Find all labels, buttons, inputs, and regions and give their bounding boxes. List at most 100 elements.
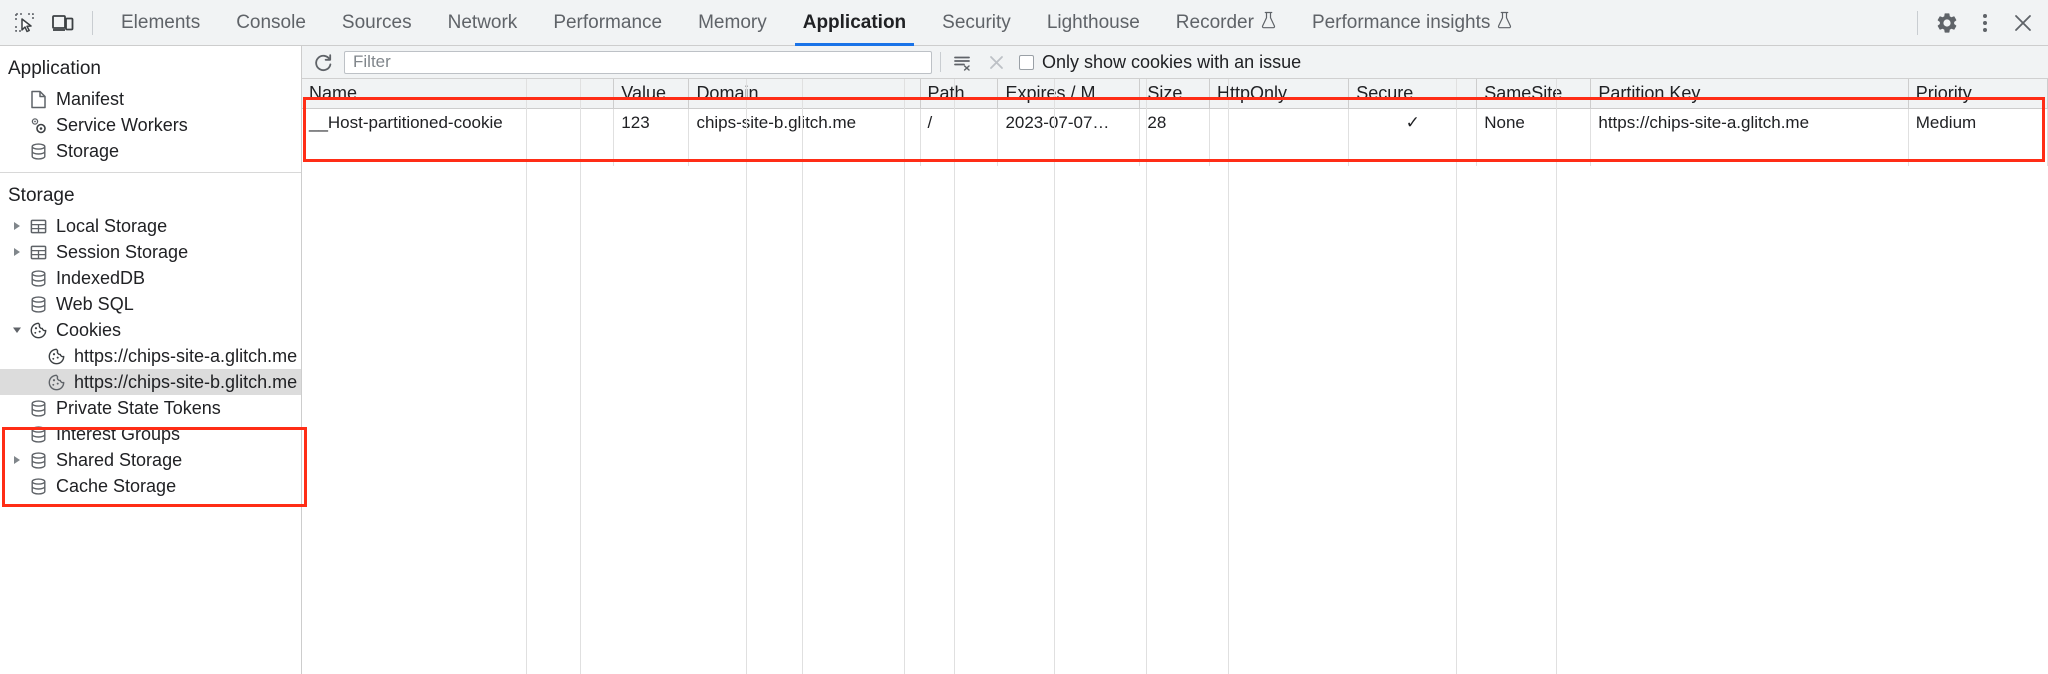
- filler-cell: [1209, 137, 1350, 166]
- tab-label: Elements: [121, 11, 201, 33]
- column-header-value[interactable]: Value: [613, 79, 690, 109]
- cell-partition-key: https://chips-site-a.glitch.me: [1590, 108, 1909, 137]
- filter-input[interactable]: [344, 50, 932, 74]
- tab-label: Lighthouse: [1046, 11, 1140, 33]
- tab-label: Security: [942, 11, 1011, 33]
- tab-label: Performance insights: [1311, 11, 1491, 33]
- chevron-right-icon[interactable]: [8, 455, 26, 465]
- document-icon: [26, 90, 50, 109]
- sidebar-item-manifest[interactable]: Manifest: [0, 86, 301, 112]
- toolbar-divider: [92, 10, 93, 35]
- column-header-expires[interactable]: Expires / M…: [997, 79, 1141, 109]
- sidebar-item-storage[interactable]: Storage: [0, 138, 301, 164]
- sidebar-item-cookies-site-b[interactable]: https://chips-site-b.glitch.me: [0, 369, 301, 395]
- experiment-flask-icon: [1261, 11, 1276, 35]
- sidebar-item-private-state-tokens[interactable]: Private State Tokens: [0, 395, 301, 421]
- refresh-icon[interactable]: [310, 49, 336, 75]
- database-icon: [26, 269, 50, 288]
- sidebar-item-label: Session Storage: [56, 241, 189, 262]
- sidebar-item-web-sql[interactable]: Web SQL: [0, 291, 301, 317]
- cookies-table-header-row: Name Value Domain Path Expires / M… Size…: [302, 79, 2048, 109]
- filler-cell: [302, 137, 615, 166]
- device-toolbar-icon[interactable]: [44, 4, 82, 42]
- experiment-flask-icon: [1497, 11, 1512, 35]
- gear-icon[interactable]: [1928, 4, 1966, 42]
- sidebar-item-session-storage[interactable]: Session Storage: [0, 239, 301, 265]
- sidebar-item-label: Web SQL: [56, 293, 134, 314]
- cell-priority: Medium: [1908, 108, 2048, 137]
- table-icon: [26, 243, 50, 262]
- clear-filtered-cookies-icon[interactable]: [949, 49, 975, 75]
- sidebar-item-label: Service Workers: [56, 114, 188, 135]
- column-header-partition-key[interactable]: Partition Key: [1590, 79, 1909, 109]
- tab-performance-insights[interactable]: Performance insights: [1294, 0, 1530, 46]
- filter-toolbar-divider: [940, 52, 941, 72]
- tab-console[interactable]: Console: [218, 0, 324, 46]
- tab-memory[interactable]: Memory: [680, 0, 785, 46]
- sidebar-item-label: Cache Storage: [56, 475, 177, 496]
- column-header-samesite[interactable]: SameSite: [1476, 79, 1592, 109]
- cookie-icon: [26, 321, 50, 340]
- filler-cell: [1476, 137, 1592, 166]
- sidebar-item-cache-storage[interactable]: Cache Storage: [0, 473, 301, 499]
- chevron-right-icon[interactable]: [8, 247, 26, 257]
- gears-icon: [26, 116, 50, 135]
- column-header-secure[interactable]: Secure: [1348, 79, 1478, 109]
- sidebar-item-service-workers[interactable]: Service Workers: [0, 112, 301, 138]
- cookies-table: Name Value Domain Path Expires / M… Size…: [302, 79, 2048, 166]
- sidebar-item-shared-storage[interactable]: Shared Storage: [0, 447, 301, 473]
- only-show-issues-checkbox[interactable]: [1019, 54, 1034, 70]
- sidebar-item-local-storage[interactable]: Local Storage: [0, 213, 301, 239]
- tab-network[interactable]: Network: [430, 0, 536, 46]
- clear-all-cookies-icon[interactable]: [983, 49, 1009, 75]
- only-show-issues-checkbox-row[interactable]: Only show cookies with an issue: [1019, 52, 1301, 73]
- tab-security[interactable]: Security: [924, 0, 1029, 46]
- database-icon: [26, 425, 50, 444]
- panel-tab-list: Elements Console Sources Network Perform…: [103, 0, 1530, 46]
- devtools-toolbar: Elements Console Sources Network Perform…: [0, 0, 2048, 46]
- sidebar-item-interest-groups[interactable]: Interest Groups: [0, 421, 301, 447]
- cell-secure: ✓: [1348, 108, 1478, 137]
- column-header-priority[interactable]: Priority: [1908, 79, 2048, 109]
- column-header-domain[interactable]: Domain: [688, 79, 921, 109]
- toolbar-right-controls: [1907, 4, 2042, 42]
- cell-httponly: [1209, 108, 1350, 137]
- filler-cell: [1590, 137, 1909, 166]
- chevron-right-icon[interactable]: [8, 221, 26, 231]
- column-header-httponly[interactable]: HttpOnly: [1209, 79, 1350, 109]
- toolbar-divider-right: [1917, 10, 1918, 35]
- column-header-path[interactable]: Path: [920, 79, 999, 109]
- tab-performance[interactable]: Performance: [535, 0, 680, 46]
- tab-recorder[interactable]: Recorder: [1158, 0, 1294, 46]
- tab-label: Network: [447, 11, 518, 33]
- filler-cell: [1139, 137, 1210, 166]
- sidebar-item-label: Shared Storage: [56, 449, 183, 470]
- cell-samesite: None: [1476, 108, 1592, 137]
- tab-elements[interactable]: Elements: [103, 0, 218, 46]
- filler-cell: [997, 137, 1141, 166]
- column-header-size[interactable]: Size: [1139, 79, 1210, 109]
- sidebar-item-cookies[interactable]: Cookies: [0, 317, 301, 343]
- sidebar-item-label: https://chips-site-a.glitch.me: [74, 345, 298, 366]
- sidebar-item-label: Storage: [56, 140, 120, 161]
- sidebar-item-cookies-site-a[interactable]: https://chips-site-a.glitch.me: [0, 343, 301, 369]
- sidebar-item-indexeddb[interactable]: IndexedDB: [0, 265, 301, 291]
- sidebar-item-label: Interest Groups: [56, 423, 181, 444]
- column-header-name[interactable]: Name: [302, 79, 615, 109]
- cookies-table-area: Name Value Domain Path Expires / M… Size…: [302, 79, 2048, 674]
- tab-label: Application: [802, 11, 907, 33]
- kebab-menu-icon[interactable]: [1966, 4, 2004, 42]
- close-icon[interactable]: [2004, 4, 2042, 42]
- inspect-element-icon[interactable]: [6, 4, 44, 42]
- tab-sources[interactable]: Sources: [324, 0, 430, 46]
- database-icon: [26, 451, 50, 470]
- tab-application[interactable]: Application: [785, 0, 924, 46]
- table-row[interactable]: __Host-partitioned-cookie 123 chips-site…: [302, 108, 2048, 137]
- tab-label: Memory: [698, 11, 767, 33]
- filler-cell: [1348, 137, 1478, 166]
- cookie-icon: [44, 373, 68, 392]
- database-icon: [26, 142, 50, 161]
- sidebar-item-label: IndexedDB: [56, 267, 146, 288]
- tab-lighthouse[interactable]: Lighthouse: [1029, 0, 1158, 46]
- chevron-down-icon[interactable]: [8, 325, 26, 335]
